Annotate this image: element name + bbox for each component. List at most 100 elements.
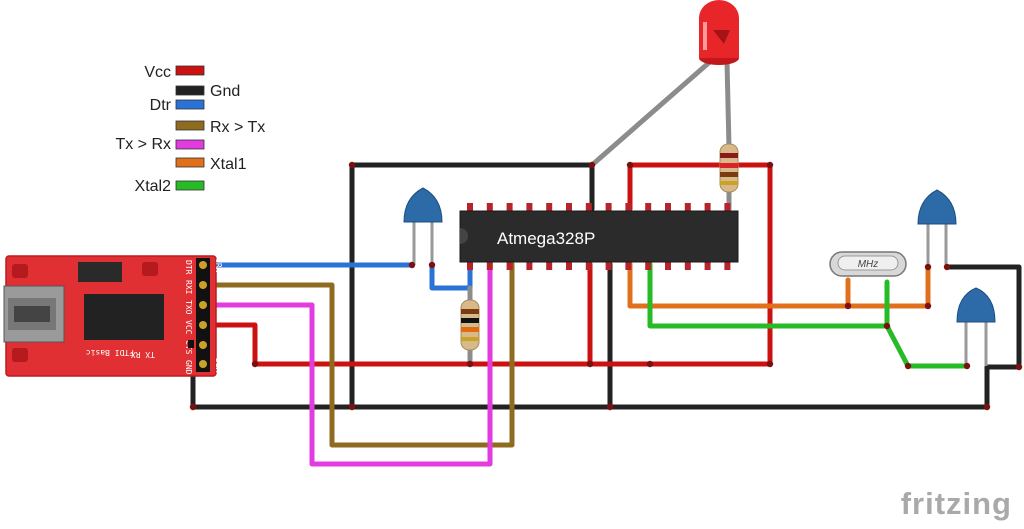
legend-swatch-xtal1 [175,157,205,168]
legend-label-xtal1: Xtal1 [210,156,247,173]
wire-xtal2 [647,261,970,369]
wire-gnd-top [349,162,595,212]
ftdi-label-name: FTDI Basic [86,348,134,357]
junction-dot [904,362,912,370]
legend-label-gnd: Gnd [210,83,240,100]
ftdi-pad-bottom-left [12,348,28,362]
legend-swatch-dtr [175,99,205,110]
crystal-top [837,255,899,271]
chip-pin-top [645,203,652,212]
ftdi-basic-board: DTR RXI TXO VCC CTS GND GRN BLK FTDI Bas… [3,255,223,377]
junction-dot [466,360,474,368]
legend-swatch-tx-rx [175,139,205,150]
chip-pin-top [486,203,493,212]
junction-dot [924,302,932,310]
led-resistor-band-2 [720,163,738,168]
reset-capacitor-body [403,187,443,223]
ftdi-pad-top-right [142,262,158,276]
reset-resistor-band-3 [461,327,479,332]
legend-label-tx-rx: Tx > Rx [115,136,171,153]
legend-swatch-xtal2 [175,180,205,191]
reset-resistor-band-1 [461,309,479,314]
chip-pin-bottom [566,261,572,270]
reset-capacitor-legs [412,222,434,265]
ftdi-pin-gnd [199,360,207,368]
reset-resistor-band-2 [461,318,479,323]
chip-pin-top [724,203,731,212]
junction-dot [588,161,596,169]
chip-pin-bottom [665,261,671,270]
junction-dot [586,360,594,368]
reset-resistor [460,299,480,351]
chip-pin-bottom [625,261,632,270]
ftdi-header [196,258,210,372]
led-resistor-band-1 [720,153,738,158]
junction-dot [251,360,259,368]
junction-dot [1015,363,1023,371]
chip-pin-top [526,203,533,212]
legend-swatch-vcc [175,65,205,76]
ftdi-pin-label-rxi: RXI [184,280,193,295]
led-body [699,0,739,58]
wire-rx-tx [190,261,515,448]
chip-pin-top [625,203,632,212]
xtal-capacitor-1-body [917,189,957,225]
atmega328p-chip: Atmega328P [459,203,739,270]
ftdi-regulator [78,262,122,282]
ftdi-pin-cts [199,341,207,349]
chip-pin-top [684,203,691,212]
reset-resistor-body [460,299,480,351]
ftdi-pin-label-gnd: GND [184,360,193,375]
legend-label-rx-tx: Rx > Tx [210,119,265,136]
legend-label-xtal2: Xtal2 [135,178,172,195]
xtal-capacitor-2-body [956,287,996,323]
fritzing-logo: fritzing [901,486,1012,521]
wire-junctions [189,161,1023,411]
chip-pin-bottom [585,261,592,270]
ftdi-pin-rxi [199,281,207,289]
ftdi-pin-label-dtr: DTR [184,260,193,275]
chip-pin-top [665,203,671,212]
chip-pin-bottom [546,261,553,270]
chip-pin-top [704,203,711,212]
chip-pin-bottom [724,261,731,270]
xtal-capacitor-1-legs [926,224,948,267]
led-resistor-band-3 [720,172,738,177]
wire-xtal1 [627,261,931,309]
ftdi-pin-vcc [199,321,207,329]
junction-dot [189,403,197,411]
junction-dot [606,403,614,411]
junction-dot [428,261,436,269]
led-die [713,30,730,44]
junction-dot [883,322,891,330]
ftdi-ic-chip [84,294,164,340]
junction-dot [408,261,416,269]
ftdi-pin-txo [199,301,207,309]
chip-pin-bottom [467,261,473,270]
junction-dot [844,302,852,310]
chip-pins-top [467,203,731,212]
chip-pin-top [585,203,592,212]
usb-port-slot [14,306,50,322]
junction-dot [983,403,991,411]
legend-swatch-rx-tx [175,120,205,131]
wire-dtr-reset [429,261,473,291]
junction-dot [348,403,356,411]
junction-dot [766,360,774,368]
wire-tx-rx [190,261,493,467]
chip-pin-bottom [506,261,513,270]
ftdi-label-grn: GRN [214,258,223,273]
led-resistor-band-4 [720,181,738,185]
chip-pin-bottom [486,261,493,270]
chip-pin-top [546,203,553,212]
crystal-label: MHz [858,259,879,270]
xtal-capacitor-1 [917,189,957,267]
ftdi-pin-dtr [199,261,207,269]
legend-swatch-gnd [175,85,205,96]
chip-pin-top [566,203,572,212]
chip-pins-bottom [467,261,731,270]
legend-label-vcc: Vcc [144,64,171,81]
led-lead-cathode [589,57,715,168]
chip-body [459,210,739,263]
